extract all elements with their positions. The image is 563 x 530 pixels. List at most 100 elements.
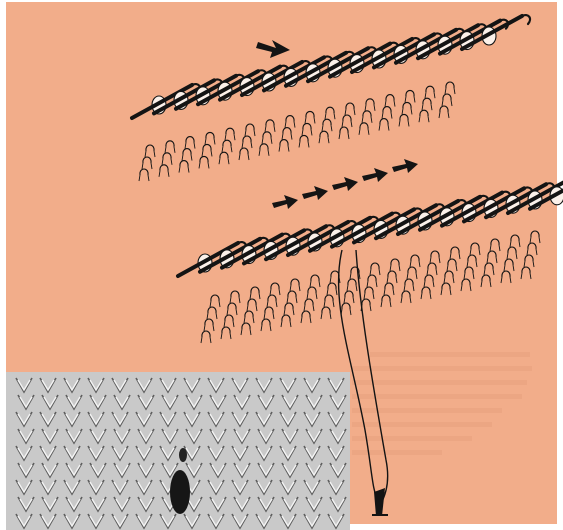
fabric-stitch-leg <box>204 325 214 331</box>
fabric-stitch <box>425 275 433 281</box>
fabric-stitch <box>331 271 339 277</box>
fabric-stitch-leg <box>179 167 189 173</box>
fabric-stitch-leg <box>301 317 311 323</box>
fabric-stitch <box>223 140 231 146</box>
fabric-stitch-leg <box>470 249 480 255</box>
fabric-stitch-leg <box>450 253 460 259</box>
fabric-stitch <box>408 267 416 273</box>
fabric-stitch-leg <box>484 269 494 275</box>
fabric-stitch <box>180 161 188 167</box>
fabric-stitch <box>243 136 251 142</box>
fabric-stitch <box>302 311 310 317</box>
fabric-stitch <box>226 128 234 134</box>
fabric-stitch-leg <box>342 121 352 127</box>
fabric-stitch <box>286 116 294 122</box>
fabric-stitch <box>288 291 296 297</box>
fabric-stitch <box>305 299 313 305</box>
fabric-stitch <box>251 287 259 293</box>
knit-fabric-photo <box>6 372 350 530</box>
fabric-stitch-leg <box>281 321 291 327</box>
fabric-stitch <box>462 279 470 285</box>
arrow-up-right-icon <box>392 159 418 173</box>
fabric-stitch <box>322 307 330 313</box>
fabric-stitch-leg <box>267 301 277 307</box>
fabric-stitch-leg <box>319 137 329 143</box>
fabric-stitch-leg <box>310 281 320 287</box>
fabric-stitch <box>202 331 210 337</box>
fabric-stitch-leg <box>205 138 215 144</box>
fabric-stitch-leg <box>307 293 317 299</box>
top-knitting-panel <box>132 15 530 181</box>
fabric-stitch <box>522 267 530 273</box>
fabric-stitch <box>345 291 353 297</box>
fabric-stitch <box>505 259 513 265</box>
fabric-stitch <box>443 94 451 100</box>
fabric-stitch-leg <box>224 321 234 327</box>
fabric-stitch-leg <box>382 113 392 119</box>
fabric-stitch-leg <box>159 171 169 177</box>
fabric-stitch <box>445 271 453 277</box>
fabric-stitch <box>383 107 391 113</box>
fabric-stitch-leg <box>362 117 372 123</box>
fabric-stitch-leg <box>287 297 297 303</box>
fabric-stitch-leg <box>227 309 237 315</box>
fabric-stitch-leg <box>201 337 211 343</box>
fabric-stitch <box>245 311 253 317</box>
fabric-stitch-leg <box>305 117 315 123</box>
fabric-stitch <box>283 128 291 134</box>
fabric-stitch-leg <box>284 309 294 315</box>
fabric-stitch-leg <box>265 126 275 132</box>
fabric-stitch <box>186 137 194 143</box>
ghost-line <box>370 352 530 357</box>
fabric-stitch-leg <box>439 112 449 118</box>
fabric-stitch <box>502 271 510 277</box>
fabric-stitch-leg <box>365 105 375 111</box>
fabric-stitch <box>391 259 399 265</box>
fabric-stitch <box>440 106 448 112</box>
fabric-stitch <box>471 243 479 249</box>
fabric-stitch <box>380 119 388 125</box>
fabric-stitch-leg <box>345 109 355 115</box>
fabric-stitch-leg <box>387 277 397 283</box>
fabric-stitch-leg <box>364 293 374 299</box>
fabric-stitch <box>228 303 236 309</box>
arrow-right-shape <box>256 40 290 58</box>
fabric-stitch-leg <box>242 142 252 148</box>
fabric-stitch-leg <box>385 101 395 107</box>
fabric-stitch <box>262 319 270 325</box>
arrow-up-right-icon <box>302 186 328 200</box>
ghost-line <box>352 366 532 371</box>
fabric-stitch-leg <box>245 130 255 136</box>
fabric-stitch-leg <box>230 297 240 303</box>
fabric-stitch <box>465 267 473 273</box>
fabric-stitch <box>320 131 328 137</box>
fabric-stitch <box>306 111 314 117</box>
fabric-stitch <box>242 323 250 329</box>
fabric-stitch <box>260 144 268 150</box>
ghost-line <box>352 380 527 385</box>
ghost-line <box>352 422 492 427</box>
fabric-stitch <box>488 251 496 257</box>
fabric-stitch-leg <box>241 329 251 335</box>
fabric-stitch-leg <box>401 297 411 303</box>
fabric-stitch-leg <box>507 253 517 259</box>
fabric-stitch-leg <box>341 309 351 315</box>
fabric-stitch <box>265 307 273 313</box>
fabric-stitch <box>368 275 376 281</box>
fabric-stitch-leg <box>325 113 335 119</box>
fabric-stitch-leg <box>359 129 369 135</box>
fabric-stitch <box>308 287 316 293</box>
arrow-up-right-icon <box>272 195 298 209</box>
fabric-stitch <box>203 144 211 150</box>
fabric-stitch-leg <box>199 162 209 168</box>
fabric-stitch-leg <box>339 133 349 139</box>
fabric-stitch <box>482 275 490 281</box>
fabric-stitch <box>268 295 276 301</box>
fabric-stitch <box>326 107 334 113</box>
fabric-stitch-leg <box>390 265 400 271</box>
fabric-stitch-leg <box>430 257 440 263</box>
fabric-stitch-leg <box>285 122 295 128</box>
fabric-stitch <box>285 303 293 309</box>
fabric-stitch-leg <box>221 333 231 339</box>
